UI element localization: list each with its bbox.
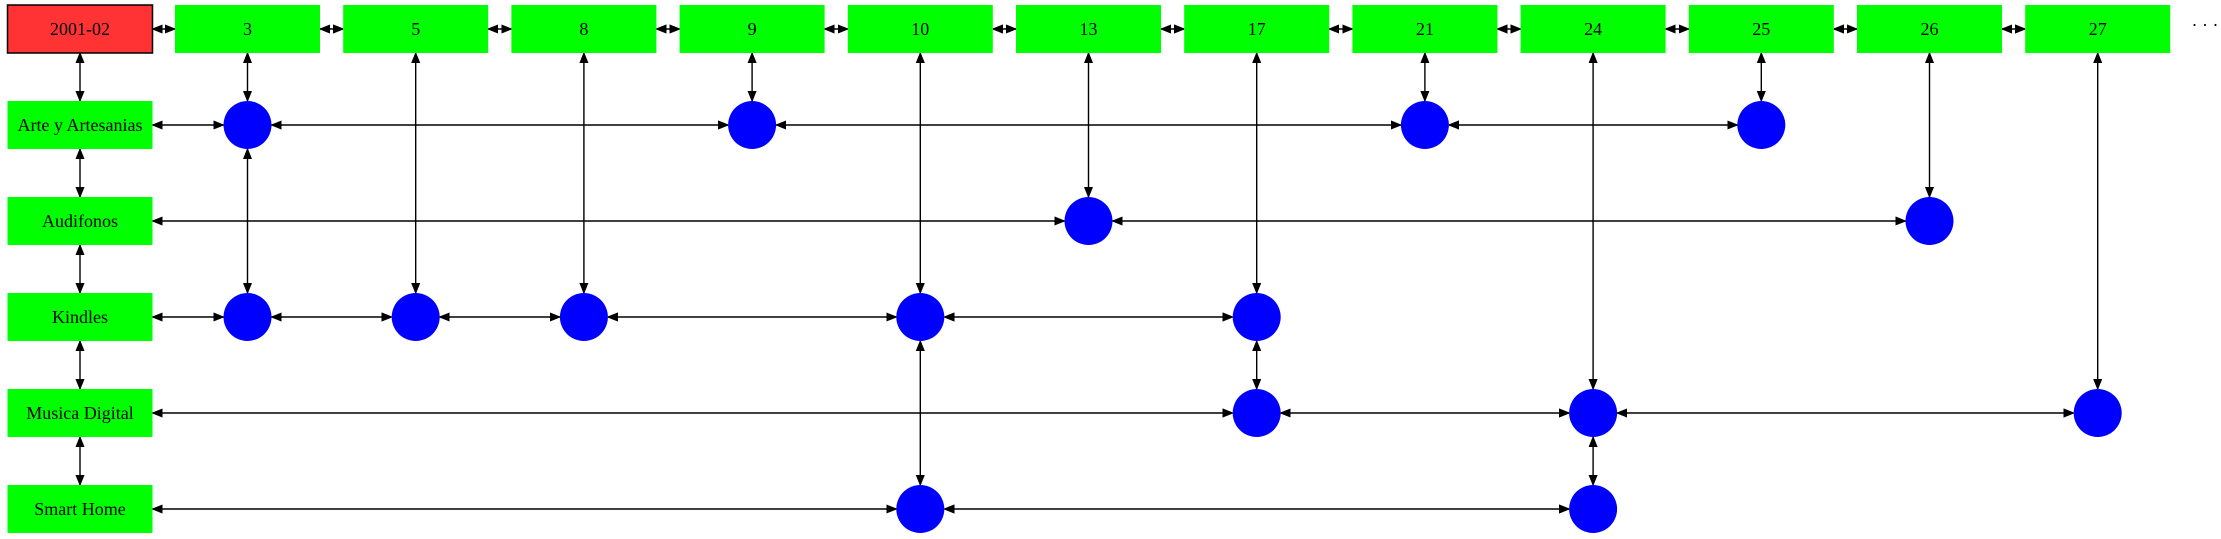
dot-audifonos-13 (1064, 197, 1113, 245)
row-kindles-label: Kindles (52, 307, 108, 327)
column-8-label: 8 (579, 19, 588, 39)
dot-arte-y-artesanias-9 (728, 101, 777, 149)
column-17-label: 17 (1248, 19, 1266, 39)
overflow-marker: · · · (2192, 15, 2219, 35)
column-9: 9 (679, 5, 825, 53)
column-27: 27 (2025, 5, 2171, 53)
dot-smart-home-24 (1569, 485, 1618, 533)
dot-musica-digital-27 (2073, 389, 2122, 437)
column-26-box (1857, 5, 2002, 53)
column-10: 10 (847, 5, 993, 53)
dot-musica-digital-24 (1569, 389, 1618, 437)
dot-kindles-17 (1232, 293, 1281, 341)
column-27-label: 27 (2089, 19, 2107, 39)
column-26-label: 26 (1921, 19, 1939, 39)
column-3-box (175, 5, 320, 53)
row-smart-home: Smart Home (7, 485, 153, 533)
column-10-box (847, 5, 993, 53)
row-audifonos-box (7, 197, 153, 245)
dot-arte-y-artesanias-25 (1737, 101, 1786, 149)
row-musica-digital: Musica Digital (7, 389, 153, 437)
column-13: 13 (1016, 5, 1161, 53)
column-21: 21 (1352, 5, 1498, 53)
column-17: 17 (1184, 5, 1330, 53)
row-kindles-box (7, 293, 153, 341)
edges (80, 29, 2098, 509)
row-smart-home-label: Smart Home (34, 499, 126, 519)
dot-musica-digital-17 (1232, 389, 1281, 437)
column-9-label: 9 (748, 19, 757, 39)
column-17-box (1184, 5, 1330, 53)
column-25-label: 25 (1752, 19, 1770, 39)
row-arte-y-artesanias-box (7, 101, 153, 149)
header-cell-box (6, 4, 154, 54)
header-cell-label: 2001-02 (50, 19, 110, 39)
dot-kindles-3 (223, 293, 272, 341)
column-8: 8 (511, 5, 657, 53)
column-5: 5 (343, 5, 489, 53)
dot-kindles-8 (559, 293, 608, 341)
column-9-box (679, 5, 825, 53)
row-arte-y-artesanias-label: Arte y Artesanias (18, 115, 143, 135)
column-8-box (511, 5, 657, 53)
row-audifonos: Audifonos (7, 197, 153, 245)
row-arte-y-artesanias: Arte y Artesanias (7, 101, 153, 149)
column-26: 26 (1857, 5, 2002, 53)
column-24: 24 (1520, 5, 1666, 53)
column-10-label: 10 (911, 19, 929, 39)
dot-kindles-5 (391, 293, 440, 341)
column-21-box (1352, 5, 1498, 53)
column-25-box (1688, 5, 1834, 53)
dot-kindles-10 (896, 293, 945, 341)
column-13-label: 13 (1080, 19, 1098, 39)
dot-audifonos-26 (1905, 197, 1954, 245)
dot-smart-home-10 (896, 485, 945, 533)
column-24-box (1520, 5, 1666, 53)
column-3: 3 (175, 5, 320, 53)
column-13-box (1016, 5, 1161, 53)
header-cell: 2001-02 (6, 4, 154, 54)
column-3-label: 3 (243, 19, 252, 39)
row-musica-digital-label: Musica Digital (26, 403, 133, 423)
row-kindles: Kindles (7, 293, 153, 341)
column-5-label: 5 (411, 19, 420, 39)
row-audifonos-label: Audifonos (42, 211, 118, 231)
column-25: 25 (1688, 5, 1834, 53)
column-5-box (343, 5, 489, 53)
column-27-box (2025, 5, 2171, 53)
dot-arte-y-artesanias-3 (223, 101, 272, 149)
column-21-label: 21 (1416, 19, 1434, 39)
row-smart-home-box (7, 485, 153, 533)
dot-arte-y-artesanias-21 (1400, 101, 1449, 149)
row-musica-digital-box (7, 389, 153, 437)
column-24-label: 24 (1584, 19, 1602, 39)
